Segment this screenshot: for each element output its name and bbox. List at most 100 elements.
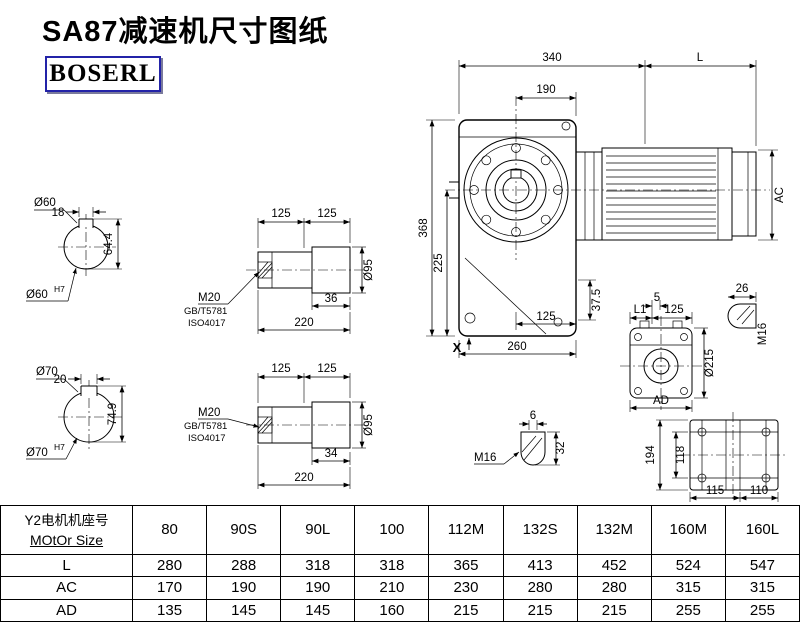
dim-125-side: 125 (664, 304, 683, 316)
dim-keywidth-20: 20 (54, 374, 67, 386)
shaft-detail-bottom: 125 125 M20 GB/T5781 ISO4017 34 220 Ø95 (184, 363, 375, 489)
table-cell: 190 (206, 576, 282, 600)
brand-logo: BOSERL (49, 60, 157, 87)
key-section-small: 26 M16 (727, 283, 769, 345)
dim-length-220: 220 (294, 317, 313, 329)
dim-motor-L: L (697, 52, 704, 64)
table-cell: 190 (280, 576, 356, 600)
dim-keyheight-74-9: 74.9 (107, 403, 119, 425)
dim-190: 190 (536, 84, 555, 96)
row-label: AD (0, 598, 133, 622)
technical-drawing: 340 L 190 368 225 37.5 AC 125 (26, 52, 786, 502)
dim-260: 260 (507, 341, 526, 353)
table-cell: 255 (650, 598, 726, 622)
frame-col-header: 90S (206, 505, 282, 555)
dim-37-5: 37.5 (591, 289, 603, 311)
row-label: AC (0, 576, 133, 600)
label-x: X (453, 340, 462, 355)
table-cell: 315 (650, 576, 726, 600)
frame-col-header: 90L (280, 505, 356, 555)
dim-AD: AD (653, 395, 669, 407)
header-cn: Y2电机机座号 (24, 512, 109, 528)
dim-keyheight-64-4: 64.4 (103, 232, 115, 255)
dim-collar-34: 34 (325, 448, 338, 460)
frame-col-header: 112M (428, 505, 504, 555)
table-cell: 215 (428, 598, 504, 622)
dim-194: 194 (645, 445, 657, 465)
table-row-AD: AD 135 145 145 160 215 215 215 255 255 (0, 598, 800, 622)
dim-225: 225 (433, 253, 445, 272)
dim-26: 26 (736, 283, 749, 295)
header-en: MOtOr Size (29, 531, 104, 548)
table-cell: 215 (502, 598, 578, 622)
label-dia-70: Ø70 (36, 366, 58, 378)
table-cell: 452 (576, 553, 652, 578)
frame-col-header: 80 (131, 505, 208, 555)
motor-size-table: Y2电机机座号 MOtOr Size 80 90S 90L 100 112M 1… (0, 505, 800, 622)
dim-110: 110 (750, 485, 768, 497)
frame-col-header: 100 (354, 505, 430, 555)
dim-dia-215: Ø215 (704, 349, 716, 377)
table-cell: 365 (428, 553, 504, 578)
table-row-L: L 280 288 318 318 365 413 452 524 547 (0, 553, 800, 578)
table-cell: 280 (502, 576, 578, 600)
table-cell: 170 (131, 576, 208, 600)
dim-5: 5 (654, 292, 660, 304)
table-header-row: Y2电机机座号 MOtOr Size 80 90S 90L 100 112M 1… (0, 505, 800, 555)
shaft-section-60: 18 64.4 Ø60 Ø60 H7 (26, 197, 122, 302)
row-label: L (0, 553, 133, 578)
dim-125-b: 125 (317, 363, 336, 375)
table-cell: 255 (724, 598, 800, 622)
dim-115: 115 (706, 485, 724, 497)
table-cell: 413 (502, 553, 578, 578)
table-cell: 210 (354, 576, 430, 600)
page-title: SA87减速机尺寸图纸 (42, 16, 329, 48)
label-thread-m20: M20 (198, 407, 220, 419)
table-cell: 230 (428, 576, 504, 600)
frame-col-header: 132M (576, 505, 652, 555)
output-flange-view: 194 118 115 110 (645, 412, 786, 502)
main-view-gearbox-motor (445, 96, 770, 337)
label-thread-m16: M16 (474, 452, 496, 464)
table-row-AC: AC 170 190 190 210 230 280 280 315 315 (0, 576, 800, 600)
table-cell: 135 (131, 598, 208, 622)
dim-length-220: 220 (294, 472, 313, 484)
label-std-iso: ISO4017 (188, 318, 226, 329)
dim-118: 118 (675, 446, 687, 464)
shaft-section-70: 20 74.9 Ø70 Ø70 H7 (26, 366, 126, 460)
label-std-gb: GB/T5781 (184, 421, 227, 432)
label-thread-m16: M16 (757, 323, 769, 345)
frame-col-header: 160M (650, 505, 726, 555)
table-cell: 318 (354, 553, 430, 578)
table-cell: 215 (576, 598, 652, 622)
key-section-large: 6 32 M16 (474, 410, 567, 466)
table-cell: 145 (280, 598, 356, 622)
table-cell: 315 (724, 576, 800, 600)
dim-AC: AC (774, 187, 786, 203)
table-cell: 288 (206, 553, 282, 578)
dim-125-bottom: 125 (536, 311, 555, 323)
table-cell: 145 (206, 598, 282, 622)
label-bore-70: Ø70 (26, 447, 48, 459)
table-cell: 318 (280, 553, 356, 578)
label-bore-60: Ø60 (26, 289, 48, 301)
label-dia-60: Ø60 (34, 197, 56, 209)
shaft-detail-top: 125 125 M20 GB/T5781 ISO4017 36 220 Ø95 (184, 208, 375, 334)
dim-6: 6 (530, 410, 536, 422)
dim-125-b: 125 (317, 208, 336, 220)
dim-368: 368 (418, 218, 430, 237)
dim-125-a: 125 (271, 208, 290, 220)
main-view-dimensions: 340 L 190 368 225 37.5 AC 125 (418, 52, 786, 358)
frame-col-header: 160L (724, 505, 800, 555)
dim-collar-36: 36 (325, 293, 338, 305)
label-bore-60-tol: H7 (54, 284, 65, 294)
dim-32: 32 (555, 442, 567, 455)
label-bore-70-tol: H7 (54, 442, 65, 452)
dim-L1: L1 (634, 304, 647, 316)
frame-col-header: 132S (502, 505, 578, 555)
brand-logo-box: BOSERL (45, 56, 161, 92)
header-motor-size: Y2电机机座号 MOtOr Size (0, 505, 133, 555)
dim-125-a: 125 (271, 363, 290, 375)
dim-dia-95: Ø95 (363, 414, 375, 436)
